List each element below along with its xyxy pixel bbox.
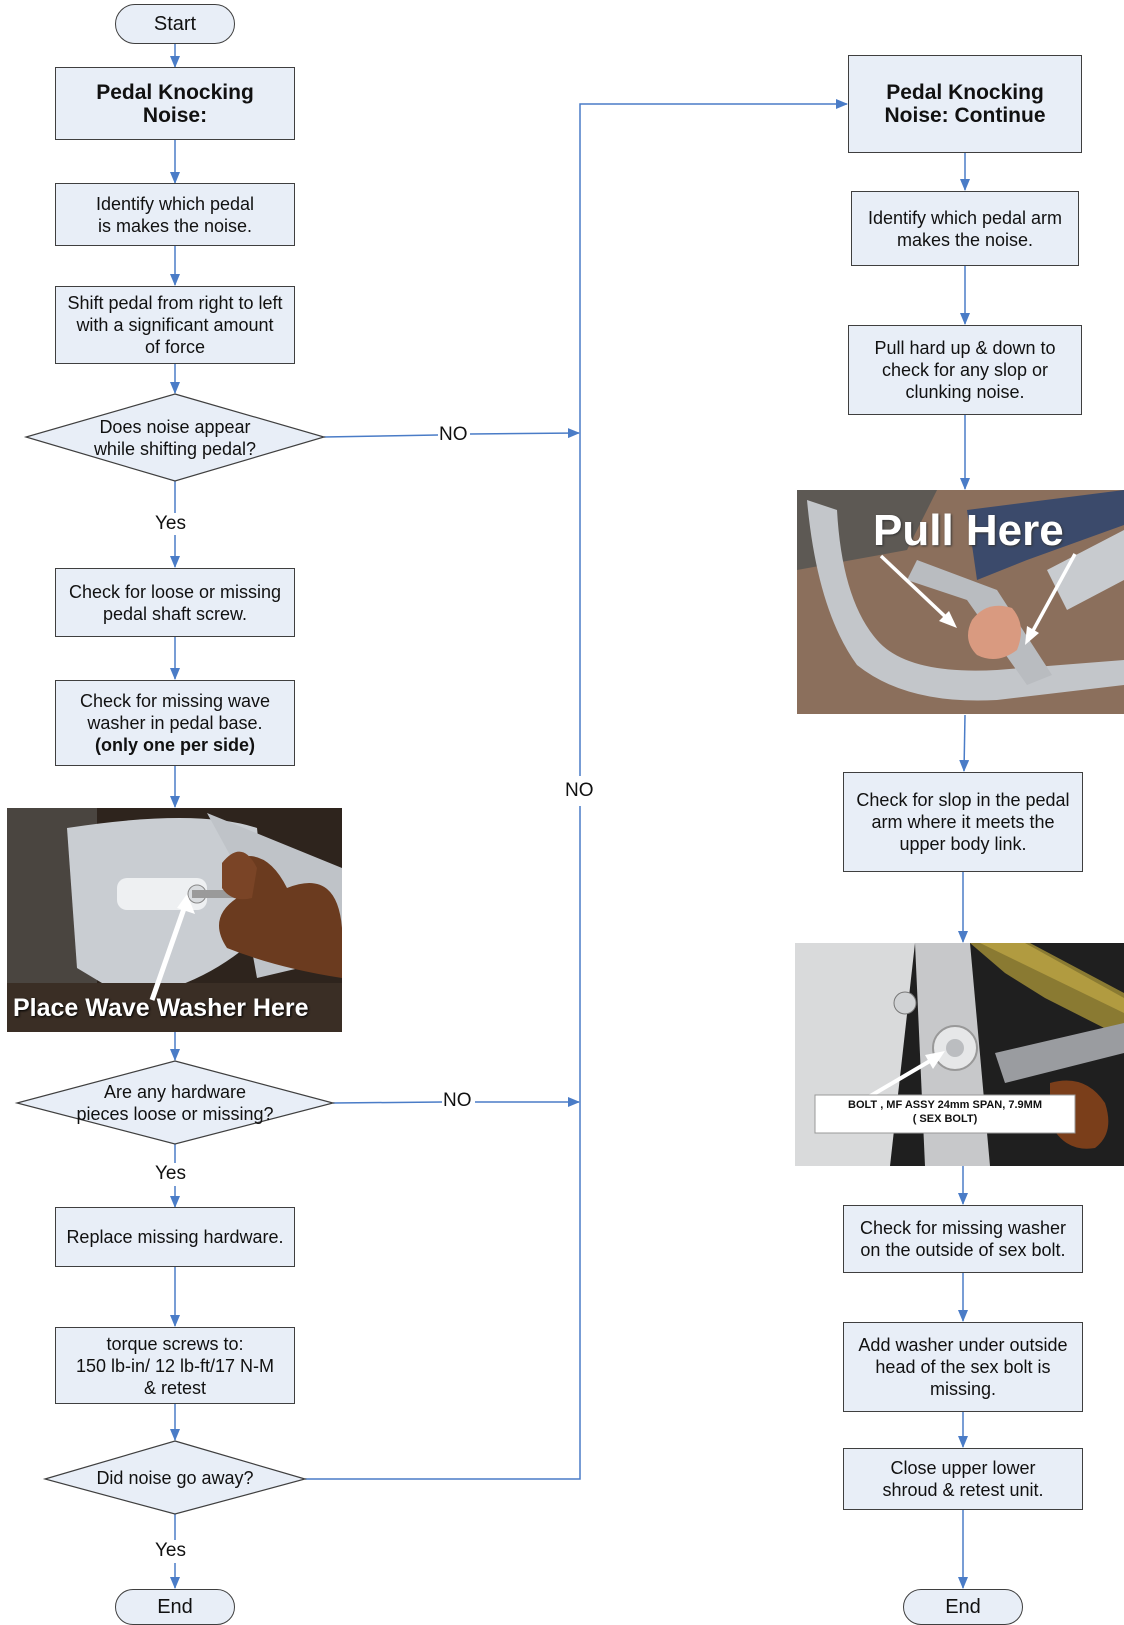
no-label-1: NO <box>438 424 469 446</box>
wave-washer-photo: Place Wave Washer Here <box>7 808 342 1032</box>
torque-screws-text: torque screws to: 150 lb-in/ 12 lb-ft/17… <box>75 1333 275 1398</box>
end-terminal-left: End <box>115 1589 235 1625</box>
arrow-decision1-no <box>469 428 580 439</box>
identify-pedal-arm-text: Identify which pedal arm makes the noise… <box>867 207 1063 250</box>
no-label-2: NO <box>442 1090 473 1112</box>
close-shroud-box: Close upper lower shroud & retest unit. <box>843 1448 1083 1510</box>
shift-pedal-text: Shift pedal from right to left with a si… <box>67 293 283 357</box>
yes-label-3: Yes <box>154 1540 187 1562</box>
sex-bolt-label: BOLT , MF ASSY 24mm SPAN, 7.9MM ( SEX BO… <box>815 1098 1075 1126</box>
shift-pedal-box: Shift pedal from right to left with a si… <box>55 286 295 364</box>
pedal-knocking-noise-title: Pedal Knocking Noise: <box>96 80 254 127</box>
end-label-right: End <box>945 1595 981 1618</box>
sex-bolt-label-line1: BOLT , MF ASSY 24mm SPAN, 7.9MM <box>848 1099 1042 1111</box>
pull-here-photo: Pull Here <box>797 490 1124 714</box>
add-washer-box: Add washer under outside head of the sex… <box>843 1322 1083 1412</box>
close-shroud-text: Close upper lower shroud & retest unit. <box>882 1458 1044 1500</box>
wave-washer-photo-drawing <box>7 808 342 1032</box>
pull-here-photo-drawing <box>797 490 1124 714</box>
check-shaft-screw-text: Check for loose or missing pedal shaft s… <box>68 581 282 624</box>
torque-screws-box: torque screws to: 150 lb-in/ 12 lb-ft/17… <box>55 1327 295 1404</box>
wave-washer-photo-caption: Place Wave Washer Here <box>13 994 309 1022</box>
arrow-no-to-continue <box>579 99 848 776</box>
check-slop-text: Check for slop in the pedal arm where it… <box>856 790 1070 854</box>
decision1-text: Does noise appear while shifting pedal? <box>93 416 257 459</box>
check-slop-box: Check for slop in the pedal arm where it… <box>843 772 1083 872</box>
pedal-knocking-noise-box: Pedal Knocking Noise: <box>55 67 295 140</box>
sex-bolt-photo: BOLT , MF ASSY 24mm SPAN, 7.9MM ( SEX BO… <box>795 943 1124 1166</box>
decision3-diamond <box>42 1440 308 1515</box>
check-wave-washer-box: Check for missing wave washer in pedal b… <box>55 680 295 766</box>
line-decision2-no <box>332 1101 444 1104</box>
identify-pedal-text: Identify which pedal is makes the noise. <box>95 193 255 236</box>
pull-hard-box: Pull hard up & down to check for any slo… <box>848 325 1082 415</box>
pedal-knocking-continue-box: Pedal Knocking Noise: Continue <box>848 55 1082 153</box>
arrow-photo-to-slop <box>959 714 970 772</box>
start-terminal: Start <box>115 4 235 44</box>
sex-bolt-label-line2: ( SEX BOLT) <box>912 1113 978 1125</box>
pull-hard-text: Pull hard up & down to check for any slo… <box>874 338 1056 402</box>
pull-here-caption: Pull Here <box>873 506 1064 555</box>
no-label-3: NO <box>564 780 595 802</box>
check-wave-washer-text: Check for missing wave washer in pedal b… <box>79 691 271 733</box>
decision2-text: Are any hardware pieces loose or missing… <box>76 1081 274 1124</box>
identify-pedal-arm-box: Identify which pedal arm makes the noise… <box>851 191 1079 266</box>
check-wave-washer-note: (only one per side) <box>94 735 256 755</box>
check-missing-washer-box: Check for missing washer on the outside … <box>843 1205 1083 1273</box>
sex-bolt-photo-drawing <box>795 943 1124 1166</box>
identify-pedal-box: Identify which pedal is makes the noise. <box>55 183 295 246</box>
line-decision3-no <box>305 806 581 1480</box>
decision2-diamond <box>14 1060 336 1145</box>
yes-label-1: Yes <box>154 513 187 535</box>
check-shaft-screw-box: Check for loose or missing pedal shaft s… <box>55 568 295 637</box>
check-missing-washer-text: Check for missing washer on the outside … <box>859 1218 1067 1260</box>
decision1-diamond <box>23 393 327 482</box>
add-washer-text: Add washer under outside head of the sex… <box>858 1335 1068 1399</box>
pedal-knocking-continue-title: Pedal Knocking Noise: Continue <box>884 81 1046 127</box>
yes-label-2: Yes <box>154 1163 187 1185</box>
line-decision1-no <box>323 434 439 438</box>
end-label-left: End <box>157 1595 193 1618</box>
replace-hardware-box: Replace missing hardware. <box>55 1207 295 1267</box>
end-terminal-right: End <box>903 1589 1023 1625</box>
start-label: Start <box>153 12 197 35</box>
replace-hardware-text: Replace missing hardware. <box>66 1227 284 1247</box>
decision3-text: Did noise go away? <box>96 1467 254 1488</box>
